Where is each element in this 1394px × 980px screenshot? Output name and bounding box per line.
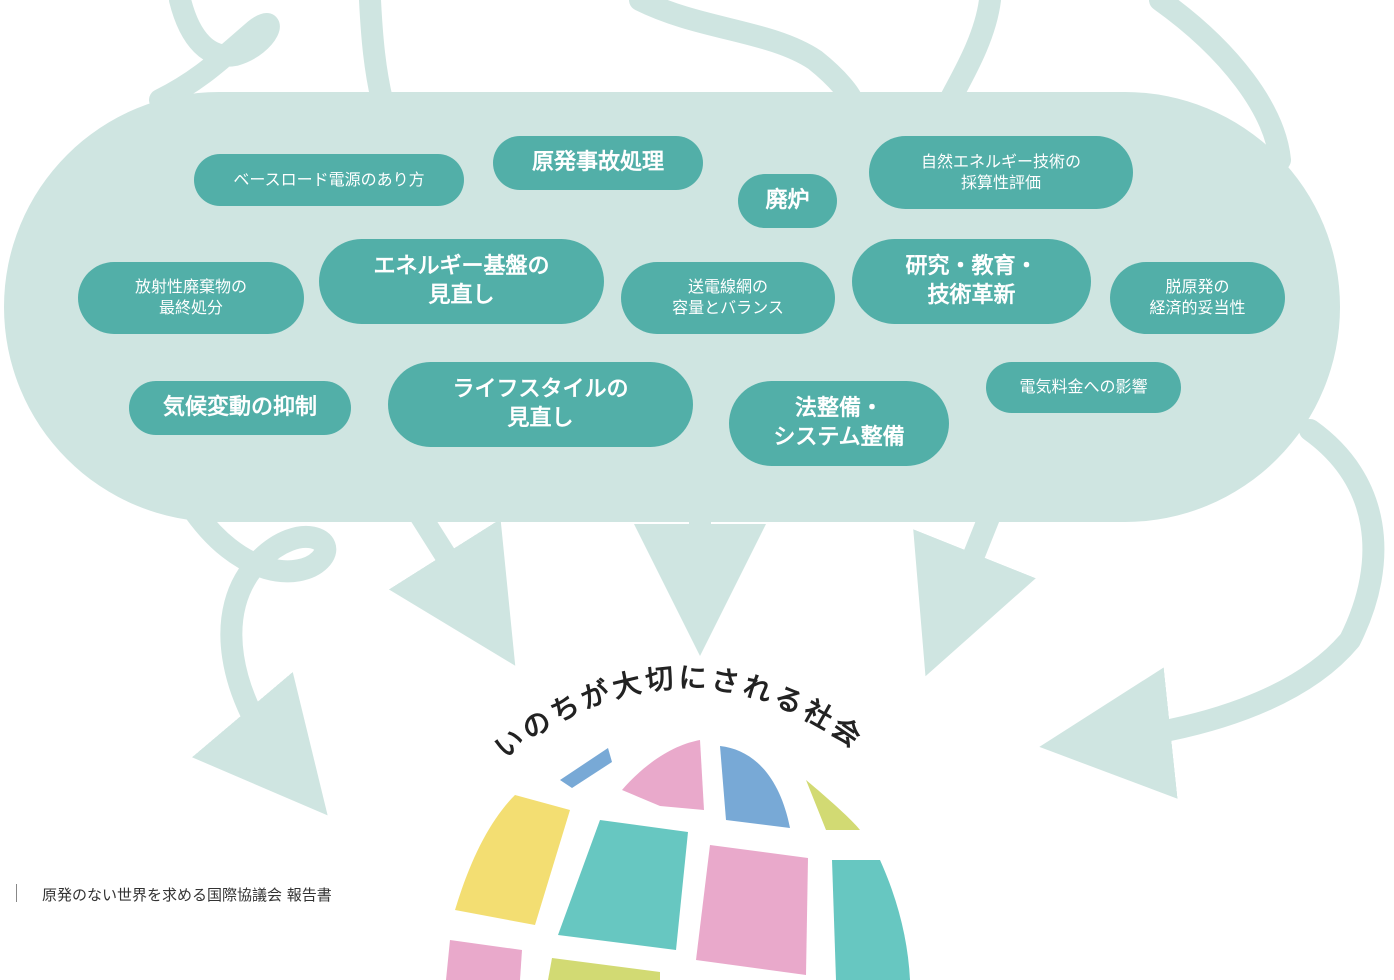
topic-accident-handling: 原発事故処理 [493, 136, 703, 190]
topic-energy-foundation: エネルギー基盤の 見直し [319, 239, 604, 324]
topic-research-education: 研究・教育・ 技術革新 [852, 239, 1091, 324]
topic-climate: 気候変動の抑制 [129, 381, 351, 435]
footer-divider [16, 884, 17, 902]
top-flow-lines [149, 0, 1291, 171]
topic-renewable-economics: 自然エネルギー技術の 採算性評価 [869, 136, 1133, 209]
topic-phaseout-economics: 脱原発の 経済的妥当性 [1110, 262, 1285, 334]
topic-legal-systems: 法整備・ システム整備 [729, 381, 949, 466]
globe-illustration [446, 740, 910, 980]
footer-report-title: 原発のない世界を求める国際協議会 報告書 [42, 886, 332, 904]
topic-electricity-price: 電気料金への影響 [986, 362, 1181, 413]
topic-waste-disposal: 放射性廃棄物の 最終処分 [78, 262, 304, 334]
topic-decommissioning: 廃炉 [738, 174, 837, 228]
topic-grid-capacity: 送電線網の 容量とバランス [621, 262, 835, 334]
topic-lifestyle: ライフスタイルの 見直し [388, 362, 693, 447]
topic-baseload: ベースロード電源のあり方 [194, 154, 464, 206]
bottom-flow-arrows [179, 419, 1385, 816]
